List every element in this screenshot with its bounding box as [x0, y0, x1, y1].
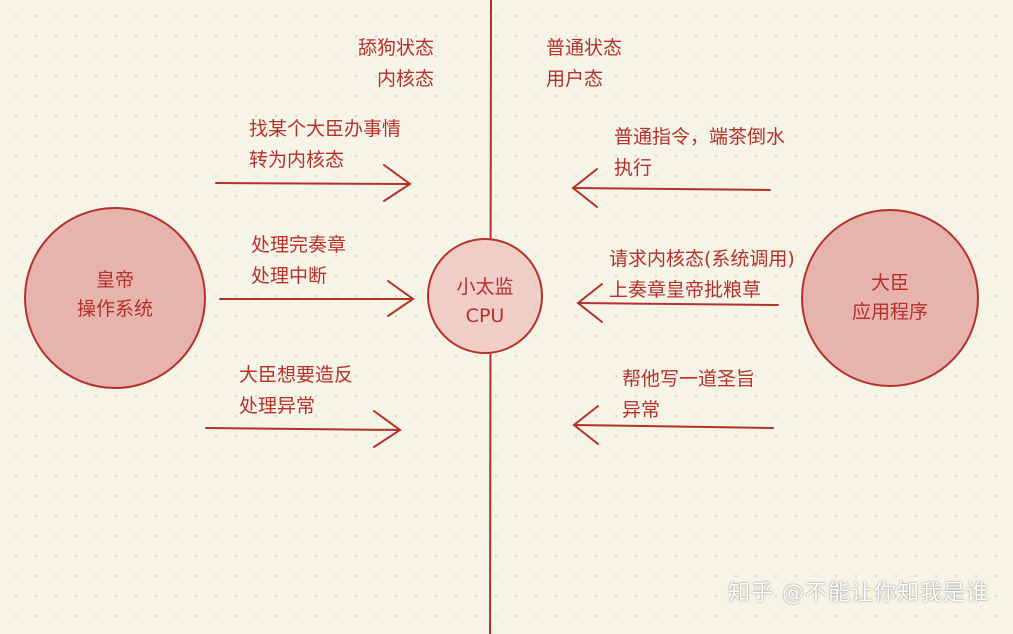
right-arrow-label-1: 普通指令，端茶倒水 执行 — [614, 122, 785, 184]
user-mode-header-line1: 普通状态 — [546, 37, 623, 59]
kernel-mode-header-line1: 舔狗状态 — [357, 37, 434, 59]
right-arrow-label-2-line2: 上奏章皇帝批粮草 — [609, 279, 762, 301]
user-mode-header: 普通状态 用户态 — [546, 33, 622, 95]
arrow-right-1 — [215, 164, 412, 202]
emperor-label: 皇帝 — [95, 269, 134, 291]
kernel-mode-header: 舔狗状态 内核态 — [330, 33, 434, 95]
left-arrow-label-1-line2: 转为内核态 — [249, 149, 345, 171]
minister-label: 大臣 — [870, 272, 909, 294]
eunuch-label: 小太监 — [456, 276, 514, 298]
minister-sublabel: 应用程序 — [851, 301, 928, 323]
arrow-left-3 — [572, 405, 774, 445]
emperor-circle — [24, 207, 206, 389]
left-arrow-label-3-line1: 大臣想要造反 — [239, 364, 354, 386]
arrow-right-3 — [205, 410, 402, 448]
minister-node: 大臣 应用程序 — [830, 269, 950, 327]
eunuch-circle — [427, 238, 543, 354]
right-arrow-label-2-line1: 请求内核态(系统调用) — [609, 248, 795, 270]
eunuch-node: 小太监 CPU — [435, 273, 535, 331]
kernel-mode-header-line2: 内核态 — [376, 68, 434, 90]
right-arrow-label-2: 请求内核态(系统调用) 上奏章皇帝批粮草 — [609, 244, 795, 306]
arrow-left-2 — [576, 283, 779, 323]
left-arrow-label-3: 大臣想要造反 处理异常 — [239, 360, 353, 422]
user-mode-header-line2: 用户态 — [546, 68, 604, 90]
left-arrow-label-1-line1: 找某个大臣办事情 — [249, 118, 402, 140]
arrow-right-2 — [219, 280, 415, 317]
zhihu-watermark: 知乎 @不能让你知我是谁 — [728, 581, 989, 606]
right-arrow-label-3-line1: 帮他写一道圣旨 — [622, 368, 756, 390]
emperor-node: 皇帝 操作系统 — [45, 266, 185, 324]
right-arrow-label-1-line2: 执行 — [614, 157, 653, 179]
left-arrow-label-2: 处理完奏章 处理中断 — [251, 230, 346, 292]
right-arrow-label-1-line1: 普通指令，端茶倒水 — [614, 126, 786, 148]
left-arrow-label-2-line2: 处理中断 — [251, 265, 328, 287]
right-arrow-label-3-line2: 异常 — [622, 399, 661, 421]
left-arrow-label-2-line1: 处理完奏章 — [251, 234, 347, 256]
minister-circle — [801, 209, 979, 387]
arrow-left-1 — [571, 168, 771, 208]
left-arrow-label-1: 找某个大臣办事情 转为内核态 — [249, 114, 401, 176]
eunuch-sublabel: CPU — [465, 305, 505, 327]
emperor-sublabel: 操作系统 — [76, 298, 153, 320]
right-arrow-label-3: 帮他写一道圣旨 异常 — [622, 364, 755, 426]
left-arrow-label-3-line2: 处理异常 — [239, 395, 316, 417]
